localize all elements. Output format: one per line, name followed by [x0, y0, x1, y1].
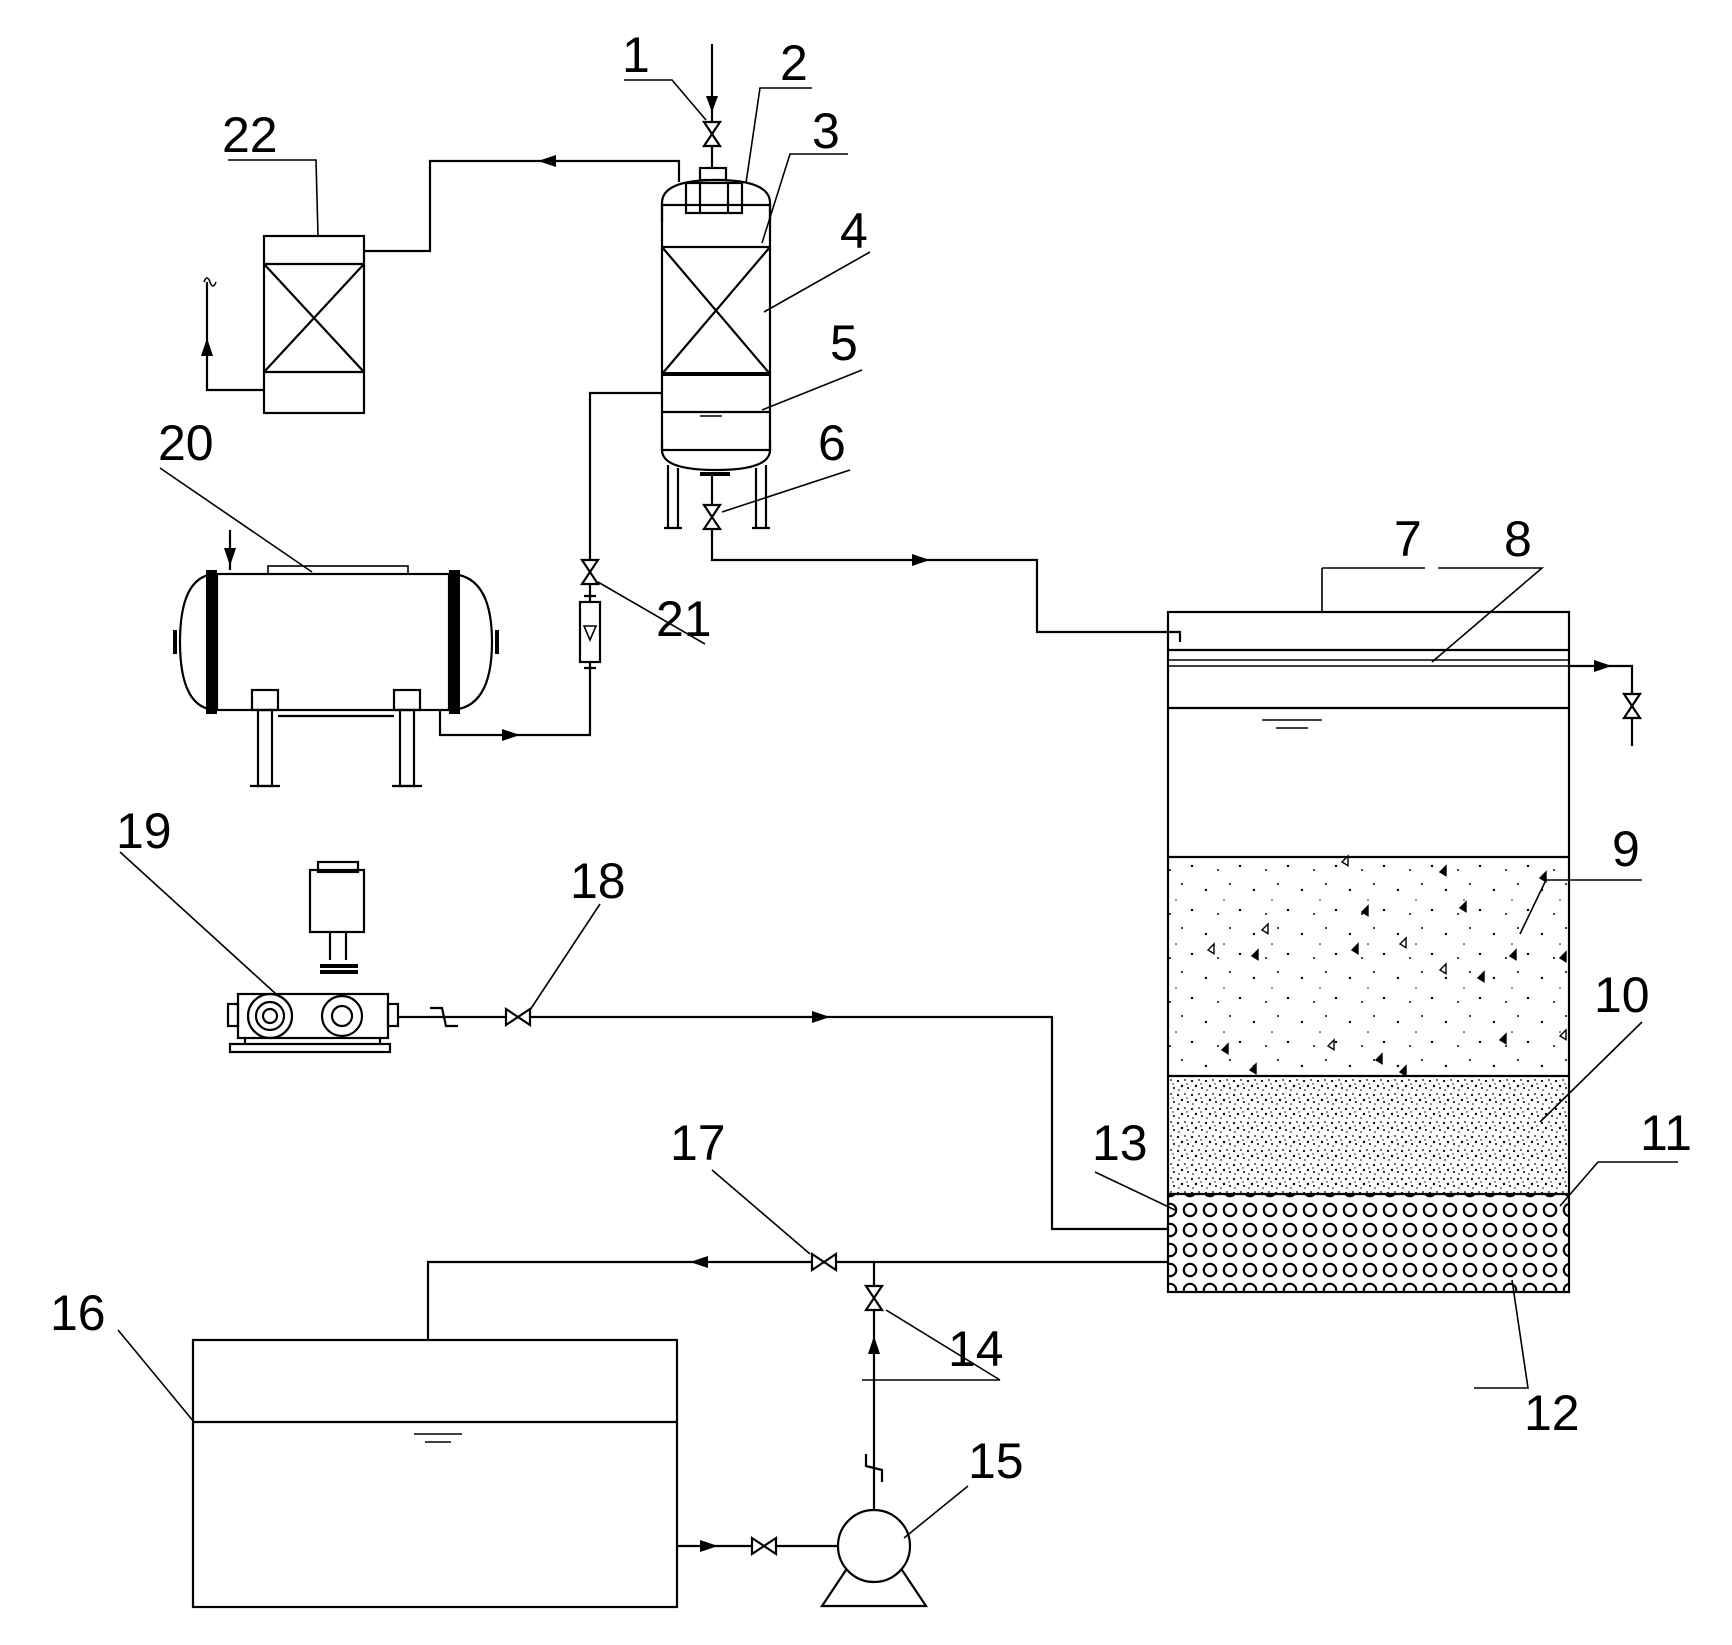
piping [203, 44, 1634, 1548]
media-triangle [1538, 870, 1547, 883]
gravel-layer-12 [1169, 1195, 1568, 1291]
media-triangle [1398, 1064, 1407, 1077]
label-3: 3 [812, 103, 840, 159]
media-triangle [1458, 900, 1467, 913]
label-14: 14 [948, 1321, 1004, 1377]
valve-21 [579, 558, 601, 586]
label-6: 6 [818, 415, 846, 471]
media-triangle [1498, 1032, 1507, 1045]
label-1: 1 [622, 27, 650, 83]
media-triangle [1350, 942, 1359, 955]
valves [430, 120, 1643, 1557]
packing-layer-9 [1169, 858, 1568, 1076]
media-triangle [1438, 864, 1447, 877]
leader-lines [117, 79, 1678, 1539]
media-triangle [1206, 942, 1215, 955]
media-triangles [1206, 854, 1567, 1077]
label-22: 22 [222, 107, 278, 163]
media-triangle [1250, 948, 1259, 961]
media-triangle [1438, 962, 1447, 975]
media-triangle [1558, 950, 1567, 963]
label-11: 11 [1640, 1105, 1692, 1161]
label-17: 17 [670, 1115, 726, 1171]
media-triangle [1508, 948, 1517, 961]
media-triangle [1248, 1062, 1257, 1075]
label-15: 15 [968, 1433, 1024, 1489]
label-9: 9 [1612, 821, 1640, 877]
media-triangle [1476, 970, 1485, 983]
valve-6 [701, 503, 723, 531]
pump-15 [819, 1508, 929, 1608]
sand-layer-10 [1169, 1077, 1568, 1194]
label-4: 4 [840, 203, 868, 259]
label-18: 18 [570, 853, 626, 909]
valve-14 [863, 1284, 885, 1312]
valve-1 [701, 120, 723, 148]
label-2: 2 [780, 35, 808, 91]
label-19: 19 [116, 803, 172, 859]
media-triangle [1326, 1038, 1335, 1051]
filter-box-22 [262, 234, 366, 415]
valve-17 [810, 1251, 838, 1273]
label-7: 7 [1394, 511, 1422, 567]
reactor-tank [1166, 610, 1571, 1294]
label-16: 16 [50, 1285, 106, 1341]
label-21: 21 [656, 591, 712, 647]
media-triangle [1398, 936, 1407, 949]
label-12: 12 [1524, 1385, 1580, 1441]
blower-19 [226, 860, 400, 1054]
label-13: 13 [1092, 1115, 1148, 1171]
label-20: 20 [158, 415, 214, 471]
label-10: 10 [1594, 967, 1650, 1023]
valve-18 [504, 1006, 532, 1028]
horizontal-tank-20 [173, 565, 499, 788]
label-5: 5 [830, 315, 858, 371]
storage-tank-16 [191, 1338, 679, 1609]
vertical-column [660, 166, 772, 530]
media-triangle [1374, 1052, 1383, 1065]
media-triangle [1260, 922, 1269, 935]
media-triangle [1360, 904, 1369, 917]
flow-arrows [201, 96, 1612, 1552]
part-labels: 1 2 3 4 5 6 7 8 9 10 11 12 13 14 15 16 1… [50, 27, 1692, 1489]
media-triangle [1340, 854, 1349, 867]
media-triangle [1558, 1028, 1567, 1041]
media-triangle [1220, 1042, 1229, 1055]
label-8: 8 [1504, 511, 1532, 567]
